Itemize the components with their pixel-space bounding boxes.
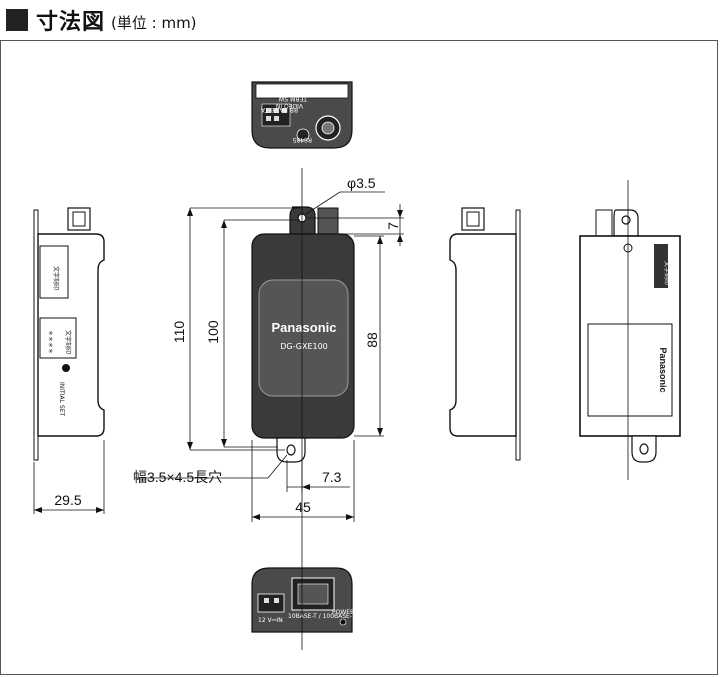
title-unit: (単位 : mm) (111, 13, 197, 32)
title-square-icon (6, 9, 28, 31)
initial-set-label: INITIAL SET (58, 382, 65, 416)
top-label-rs485: RS485 (292, 136, 312, 143)
title-text: 寸法図 (36, 10, 106, 35)
section-title: 寸法図 (単位 : mm) (6, 6, 197, 35)
dim-slot: 幅3.5×4.5長穴 (133, 469, 222, 485)
side-label-text-2: 文字刻印 (64, 330, 72, 354)
dim-88: 88 (364, 332, 380, 348)
screw-icon (296, 128, 310, 142)
ethernet-port-icon (297, 583, 329, 605)
back-label-text: 文字刻印 (663, 261, 671, 285)
initial-set-button-icon (62, 364, 70, 372)
bottom-view: 12 V⎓IN 10BASE-T / 100BASE-TX POWER (251, 567, 359, 633)
bottom-label-power-in: 12 V⎓IN (258, 617, 283, 624)
dim-7: 7 (385, 222, 401, 230)
right-side-view (449, 207, 521, 461)
bottom-label-power: POWER (332, 609, 354, 616)
back-brand-logo: Panasonic (658, 347, 668, 392)
bottom-label-ethernet: 10BASE-T / 100BASE-TX (288, 613, 359, 620)
top-label-pins: RB RA TB TA (260, 106, 298, 113)
model-name: DG-GXE100 (280, 342, 328, 351)
front-view: Panasonic DG-GXE100 (251, 206, 355, 463)
side-label-text: 文字刻印 (52, 266, 60, 290)
top-label-video-in: VIDEO IN (276, 102, 303, 109)
dim-45: 45 (295, 499, 311, 515)
front-dimensions: 110 100 88 7 φ3.5 幅3.5×4.5長穴 7.3 (133, 175, 404, 522)
dim-phi: φ3.5 (347, 175, 376, 191)
dim-29-5: 29.5 (54, 492, 81, 508)
dim-100: 100 (205, 320, 221, 344)
top-label-term-sw: TERM SW (278, 95, 308, 102)
drawing-frame (0, 40, 718, 675)
top-view: VIDEO IN TERM SW RB RA TB TA RS485 (251, 81, 353, 149)
brand-logo: Panasonic (271, 320, 336, 335)
side-stars: ＊＊＊＊ (46, 330, 53, 354)
dim-7-3: 7.3 (322, 469, 342, 485)
power-led-icon (339, 618, 347, 626)
back-view: 文字刻印 Panasonic (579, 180, 681, 480)
left-side-view: 文字刻印 ＊＊＊＊ 文字刻印 INITIAL SET 29.5 (33, 207, 105, 514)
dim-110: 110 (171, 321, 187, 344)
